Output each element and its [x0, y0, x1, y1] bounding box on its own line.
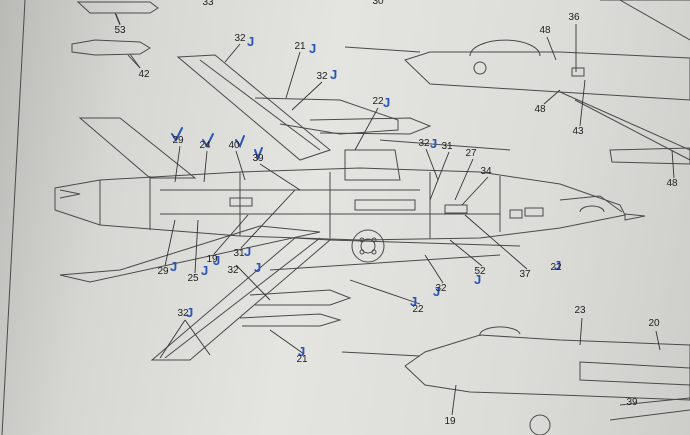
callout-number: 19 — [444, 416, 456, 427]
svg-text:J: J — [309, 41, 316, 56]
callout-numbers: 53 33 30 42 32 21 32 48 36 48 43 48 22 29 24 40 39 32 31 27… — [114, 0, 678, 427]
weapon-rails — [269, 139, 521, 271]
callout-number: 32 — [234, 33, 246, 44]
callout-number: 24 — [199, 140, 211, 151]
right-side-view-lower — [341, 326, 690, 435]
callout-number: 53 — [114, 25, 126, 36]
callout-number: 32 — [227, 265, 239, 276]
callout-number: 32 — [435, 283, 447, 294]
callout-number: 29 — [172, 135, 184, 146]
callout-number: 22 — [372, 96, 384, 107]
svg-text:J: J — [247, 34, 254, 49]
callout-number: 33 — [202, 0, 214, 8]
svg-text:J: J — [330, 67, 337, 82]
callout-number: 48 — [539, 25, 551, 36]
svg-text:J: J — [254, 260, 261, 275]
sheet-border-line — [1, 0, 26, 435]
callout-number: 32 — [418, 138, 430, 149]
svg-text:J: J — [213, 253, 220, 268]
callout-number: 52 — [474, 266, 486, 277]
callout-number: 29 — [157, 266, 169, 277]
svg-text:J: J — [410, 294, 417, 309]
callout-number: 20 — [648, 318, 660, 329]
callout-number: 40 — [228, 140, 240, 151]
callout-number: 43 — [572, 126, 584, 137]
callout-number: 22 — [550, 262, 562, 273]
callout-number: 27 — [465, 148, 477, 159]
callout-number: 22 — [412, 304, 424, 315]
lower-wing — [59, 225, 352, 361]
svg-text:J: J — [383, 95, 390, 110]
callout-number: 36 — [568, 12, 580, 23]
callout-number: 39 — [252, 153, 264, 164]
upper-wing — [176, 54, 432, 161]
svg-text:J: J — [474, 272, 481, 287]
svg-text:J: J — [298, 344, 305, 359]
svg-text:J: J — [554, 258, 561, 273]
callout-number: 39 — [626, 397, 638, 408]
part-drawing-42 — [71, 39, 151, 69]
callout-leaders — [115, 13, 675, 416]
upper-tailplane — [78, 117, 197, 179]
callout-number: 25 — [187, 273, 199, 284]
callout-number: 31 — [233, 248, 245, 259]
svg-text:J: J — [186, 305, 193, 320]
svg-text:J: J — [201, 263, 208, 278]
cannon-pod — [344, 149, 401, 263]
callout-number: 31 — [441, 141, 453, 152]
fuselage-side-view — [54, 167, 646, 241]
callout-number: 32 — [316, 71, 328, 82]
svg-text:J: J — [170, 259, 177, 274]
callout-number: 23 — [574, 305, 586, 316]
callout-number: 32 — [177, 308, 189, 319]
right-side-view-upper — [344, 0, 690, 165]
part-drawing-53 — [76, 1, 159, 26]
callout-number: 37 — [519, 269, 531, 280]
svg-text:J: J — [244, 244, 251, 259]
callout-number: 34 — [480, 166, 492, 177]
pen-check-marks: J J J J J J J J J J J J J J J J — [170, 34, 561, 359]
svg-text:J: J — [433, 284, 440, 299]
callout-number: 48 — [534, 104, 546, 115]
callout-number: 42 — [138, 69, 150, 80]
callout-number: 21 — [294, 41, 306, 52]
callout-number: 19 — [206, 254, 218, 265]
callout-number: 48 — [666, 178, 678, 189]
callout-number: 21 — [296, 354, 308, 365]
callout-number: 30 — [372, 0, 384, 7]
svg-text:J: J — [430, 136, 437, 151]
